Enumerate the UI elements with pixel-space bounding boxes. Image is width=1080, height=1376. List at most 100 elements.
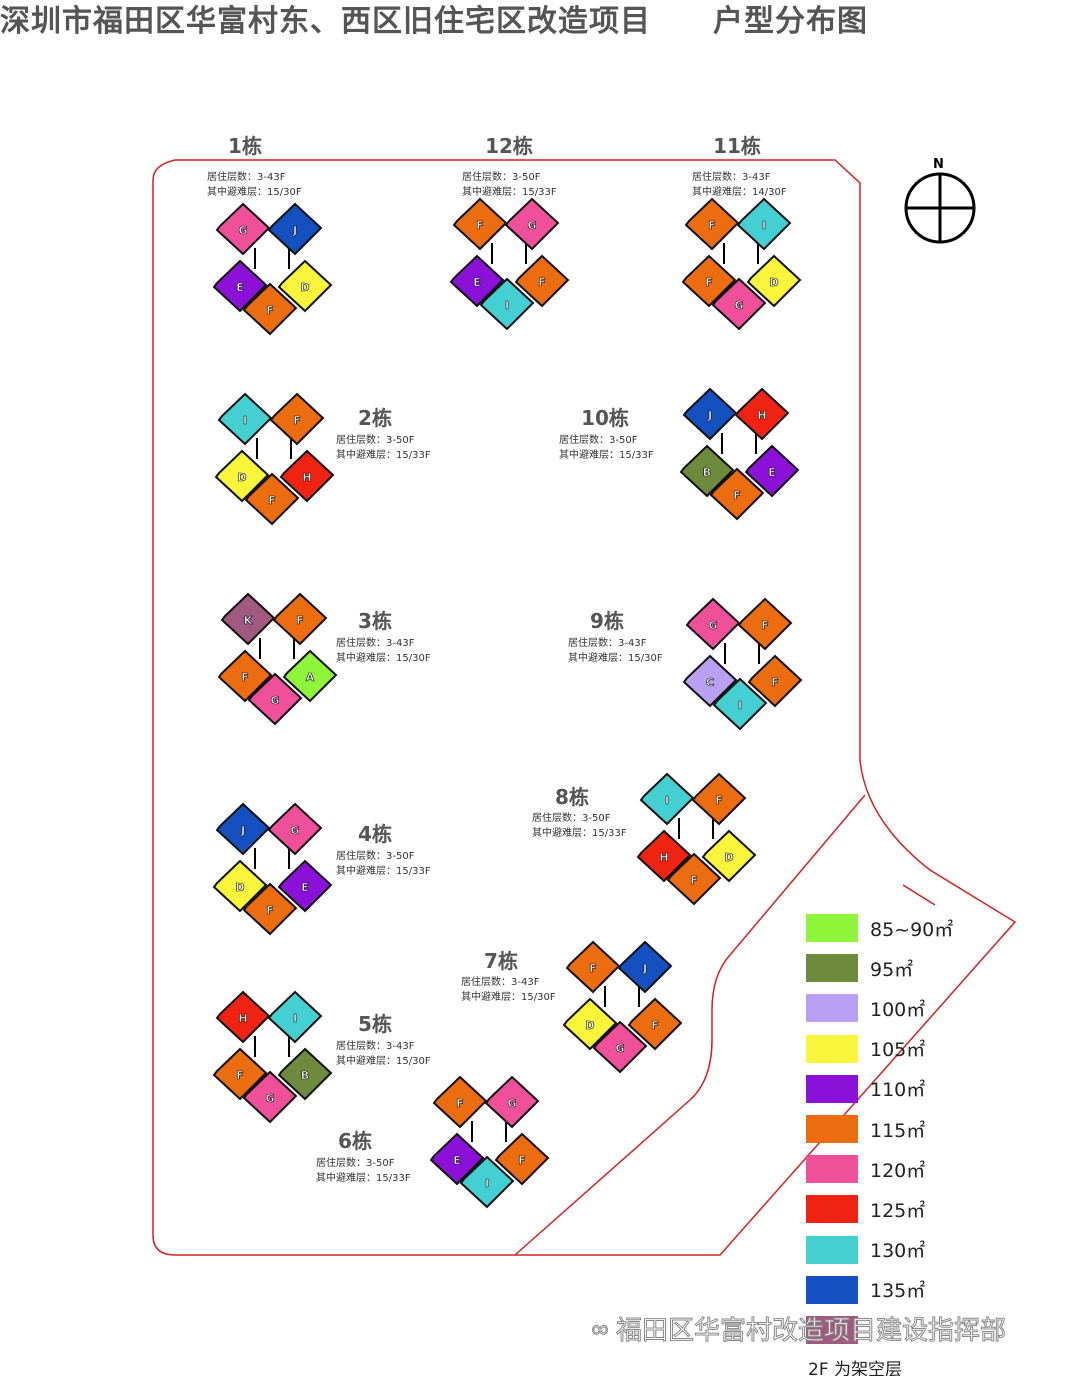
unit-K (220, 592, 276, 646)
unit-D (746, 254, 802, 308)
compass-north-label: N (933, 157, 944, 172)
compass-icon (904, 172, 976, 244)
unit-label: H (238, 1012, 247, 1025)
unit-label: I (505, 299, 509, 312)
unit-I (217, 392, 273, 446)
site-boundary (152, 159, 1017, 1256)
legend-label: 105㎡ (870, 1039, 926, 1062)
building-name: 1栋 (228, 134, 262, 158)
unit-G (685, 597, 741, 651)
unit-G (504, 197, 560, 251)
unit-F (494, 1132, 550, 1186)
unit-J (215, 802, 271, 856)
building-name: 6栋 (338, 1129, 372, 1153)
legend-label: 135㎡ (870, 1280, 926, 1303)
unit-C (682, 654, 738, 708)
unit-F (684, 197, 740, 251)
unit-label: F (708, 219, 716, 232)
unit-label: F (771, 676, 779, 689)
unit-label: J (707, 409, 712, 422)
unit-D (562, 997, 618, 1051)
legend-item-G: 120㎡ (806, 1149, 953, 1189)
unit-label: F (296, 614, 304, 627)
unit-label: F (456, 1097, 464, 1110)
unit-label: E (301, 881, 309, 894)
legend-item-J: 135㎡ (806, 1270, 953, 1310)
unit-F (242, 882, 298, 936)
unit-label: F (538, 276, 546, 289)
watermark-text: 福田区华富村改造项目建设指挥部 (615, 1316, 1007, 1347)
unit-I (459, 1155, 515, 1209)
unit-D (277, 259, 333, 313)
unit-label: G (708, 619, 717, 632)
legend-swatch (806, 954, 858, 983)
building-name: 8栋 (555, 785, 589, 809)
unit-label: I (665, 794, 669, 807)
wechat-icon: ∞ (590, 1314, 611, 1343)
page-title: 深圳市福田区华富村东、西区旧住宅区改造项目 户型分布图 (0, 4, 868, 39)
unit-label: G (734, 299, 743, 312)
unit-label: I (738, 699, 742, 712)
unit-label: E (768, 466, 776, 479)
unit-label: G (615, 1042, 624, 1055)
unit-A (282, 649, 338, 703)
note: 2F 为架空层 (808, 1360, 902, 1376)
unit-E (449, 254, 505, 308)
unit-F (691, 772, 747, 826)
unit-label: A (306, 671, 315, 684)
unit-F (432, 1075, 488, 1129)
unit-I (639, 772, 695, 826)
unit-E (744, 444, 800, 498)
unit-label: H (757, 409, 766, 422)
unit-label: F (651, 1019, 659, 1032)
unit-label: F (266, 304, 274, 317)
unit-label: F (293, 414, 301, 427)
unit-H (279, 449, 335, 503)
unit-label: I (762, 219, 766, 232)
unit-F (242, 282, 298, 336)
unit-E (429, 1132, 485, 1186)
unit-I (479, 277, 535, 331)
legend-label: 130㎡ (870, 1240, 926, 1263)
unit-label: F (476, 219, 484, 232)
unit-label: E (236, 281, 244, 294)
legend-item-D: 105㎡ (806, 1029, 953, 1069)
unit-B (277, 1047, 333, 1101)
unit-B (679, 444, 735, 498)
unit-label: I (243, 414, 247, 427)
unit-I (736, 197, 792, 251)
unit-F (627, 997, 683, 1051)
unit-G (484, 1075, 540, 1129)
unit-E (277, 859, 333, 913)
legend-item-E: 110㎡ (806, 1069, 953, 1109)
legend-label: 115㎡ (870, 1119, 926, 1142)
unit-F (272, 592, 328, 646)
unit-label: F (268, 494, 276, 507)
unit-label: G (527, 219, 536, 232)
unit-label: I (485, 1177, 489, 1190)
building-name: 5栋 (358, 1012, 392, 1036)
unit-label: G (238, 224, 247, 237)
legend-swatch (806, 1074, 858, 1103)
unit-label: K (244, 614, 253, 627)
unit-label: C (706, 676, 714, 689)
unit-F (565, 940, 621, 994)
unit-F (709, 467, 765, 521)
unit-label: E (453, 1154, 461, 1167)
legend-label: 125㎡ (870, 1199, 926, 1222)
legend-swatch (806, 1195, 858, 1224)
unit-H (734, 387, 790, 441)
legend-swatch (806, 1315, 858, 1344)
